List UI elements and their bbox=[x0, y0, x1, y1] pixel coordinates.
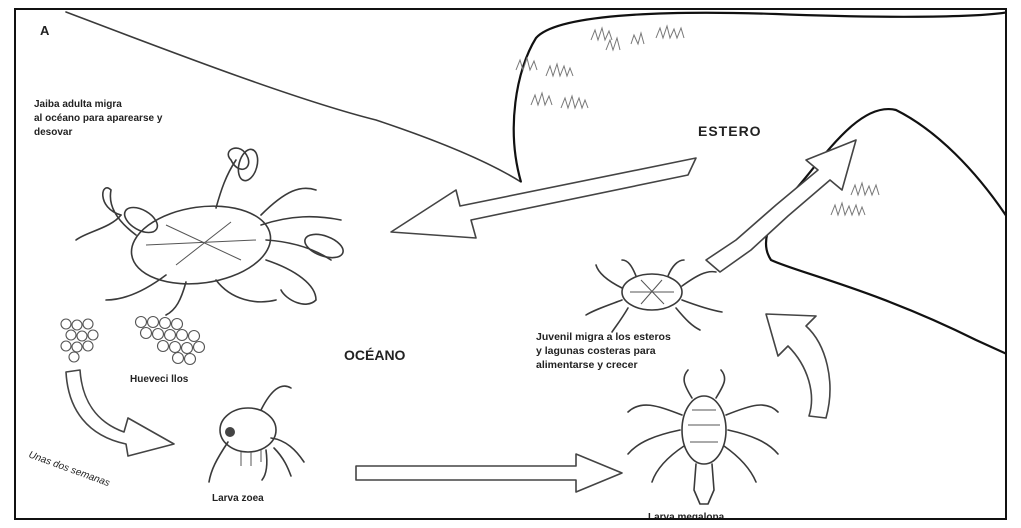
grass-tuft-1 bbox=[591, 26, 684, 50]
zoea-larva-illustration bbox=[209, 386, 304, 482]
adult-crab-illustration bbox=[76, 147, 346, 315]
adult-caption-line1: Jaiba adulta migra bbox=[34, 99, 122, 110]
zoea-label: Larva zoea bbox=[212, 493, 264, 504]
panel-label: A bbox=[40, 23, 50, 38]
megalopa-larva-illustration bbox=[628, 370, 778, 504]
arrow-to-estuary bbox=[706, 140, 856, 272]
estuary-label: ESTERO bbox=[698, 123, 762, 139]
juvenile-caption-line2: y lagunas costeras para bbox=[536, 345, 656, 357]
diagram-frame: A ESTERO OCÉANO Jaiba adulta migra al oc… bbox=[14, 8, 1007, 520]
megalopa-label: Larva megalopa bbox=[648, 512, 725, 520]
juvenile-caption-line1: Juvenil migra a los esteros bbox=[536, 331, 671, 343]
adult-caption-line3: desovar bbox=[34, 127, 72, 138]
arrow-zoea-to-megalopa bbox=[356, 454, 622, 492]
juvenile-caption-line3: alimentarse y crecer bbox=[536, 359, 638, 371]
eggs-cluster-small bbox=[61, 319, 98, 362]
weeks-label: Unas dos semanas bbox=[27, 449, 111, 489]
adult-caption-line2: al océano para aparearse y bbox=[34, 113, 163, 124]
juvenile-crab-illustration bbox=[586, 260, 722, 332]
eggs-label: Hueveci llos bbox=[130, 374, 189, 385]
coastline-left bbox=[66, 12, 521, 182]
coastline-estuary bbox=[514, 12, 1007, 182]
ocean-label: OCÉANO bbox=[344, 347, 406, 363]
grass-tuft-3 bbox=[531, 93, 588, 108]
eggs-cluster-large bbox=[136, 317, 205, 365]
life-cycle-diagram: A ESTERO OCÉANO Jaiba adulta migra al oc… bbox=[16, 10, 1007, 520]
arrow-megalopa-to-juvenile bbox=[766, 314, 830, 418]
arrow-to-ocean bbox=[391, 158, 696, 238]
